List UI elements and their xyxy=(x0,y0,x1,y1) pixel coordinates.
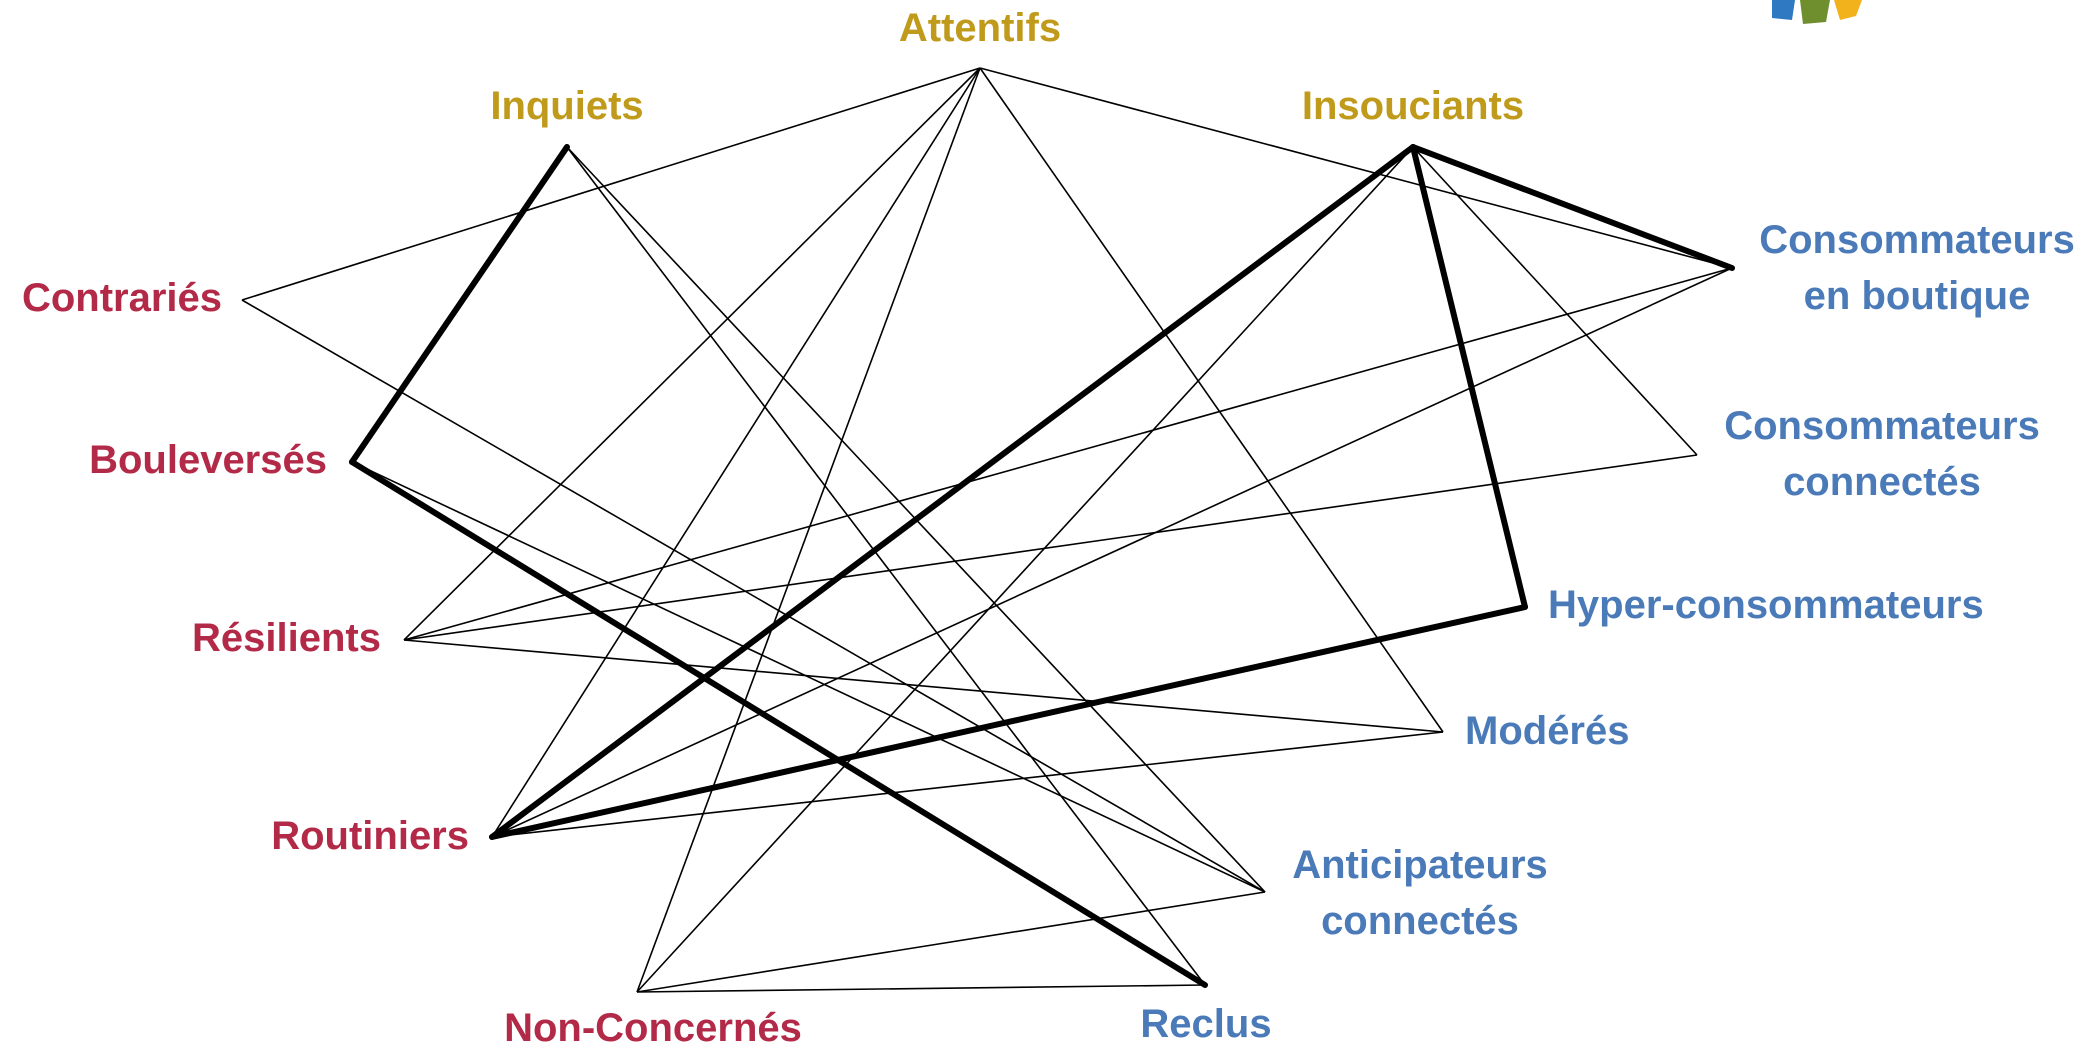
edge-insouciants-hyper xyxy=(1410,144,1528,610)
edge-bouleverses-anticipateurs xyxy=(351,461,1266,893)
node-label-line: Consommateurs xyxy=(1759,218,2075,262)
edge-attentifs-resilients xyxy=(403,67,981,641)
node-label-line: Attentifs xyxy=(899,6,1061,50)
node-label-inquiets: Inquiets xyxy=(490,84,643,128)
edge-routiniers-moderes xyxy=(491,731,1444,838)
node-label-line: Inquiets xyxy=(490,84,643,128)
node-label-routiniers: Routiniers xyxy=(271,814,469,858)
edge-resilients-conso_boutique xyxy=(403,267,1733,641)
edge-insouciants-conso_boutique xyxy=(1410,144,1735,271)
edge-insouciants-non_concernes xyxy=(636,146,1414,993)
node-label-line: Routiniers xyxy=(271,814,469,858)
node-label-resilients: Résilients xyxy=(192,616,381,660)
edge-non_concernes-reclus xyxy=(636,984,1206,993)
node-label-line: Bouleversés xyxy=(89,438,327,482)
node-label-line: Anticipateurs xyxy=(1292,843,1548,887)
node-label-line: Modérés xyxy=(1465,709,1630,753)
node-label-conso-boutique: Consommateurs en boutique xyxy=(1759,218,2075,318)
edge-resilients-conso_connectes xyxy=(403,454,1698,641)
node-label-line: Reclus xyxy=(1140,1002,1271,1046)
node-label-insouciants: Insouciants xyxy=(1302,84,1524,128)
edge-attentifs-non_concernes xyxy=(636,67,981,993)
edge-inquiets-bouleverses xyxy=(349,144,570,465)
node-label-line: Insouciants xyxy=(1302,84,1524,128)
edge-attentifs-routiniers xyxy=(491,67,981,838)
brand-logo-fragment-icon xyxy=(1772,0,1862,24)
node-label-line: Hyper-consommateurs xyxy=(1548,583,1984,627)
node-label-line: Résilients xyxy=(192,616,381,660)
node-label-line: connectés xyxy=(1321,899,1519,943)
edge-attentifs-conso_boutique xyxy=(979,67,1733,269)
node-label-anticipateurs: Anticipateurs connectés xyxy=(1292,843,1548,943)
edge-routiniers-conso_boutique xyxy=(491,267,1733,838)
logo-green-shape xyxy=(1800,0,1830,24)
edge-resilients-moderes xyxy=(403,639,1444,733)
node-label-line: connectés xyxy=(1783,460,1981,504)
node-label-reclus: Reclus xyxy=(1140,1002,1271,1046)
node-label-attentifs: Attentifs xyxy=(899,6,1061,50)
node-label-hyper: Hyper-consommateurs xyxy=(1548,583,1984,627)
node-label-line: Contrariés xyxy=(22,276,222,320)
edge-bouleverses-reclus xyxy=(349,459,1208,988)
node-label-line: en boutique xyxy=(1804,274,2031,318)
edge-inquiets-reclus xyxy=(566,146,1206,986)
node-label-line: Consommateurs xyxy=(1724,404,2040,448)
edge-routiniers-hyper xyxy=(489,604,1528,840)
edge-attentifs-moderes xyxy=(979,67,1444,733)
edge-attentifs-contraries xyxy=(241,67,981,301)
node-label-line: Non-Concernés xyxy=(504,1006,802,1050)
node-label-conso-connectes: Consommateurs connectés xyxy=(1724,404,2040,504)
edge-insouciants-routiniers xyxy=(489,144,1416,840)
edges xyxy=(241,67,1735,993)
node-label-bouleverses: Bouleversés xyxy=(89,438,327,482)
node-label-moderes: Modérés xyxy=(1465,709,1630,753)
logo-yellow-shape xyxy=(1834,0,1862,20)
node-label-contraries: Contrariés xyxy=(22,276,222,320)
logo-blue-shape xyxy=(1772,0,1795,20)
edge-insouciants-conso_connectes xyxy=(1412,146,1698,456)
edge-contraries-anticipateurs xyxy=(241,299,1266,893)
edge-non_concernes-anticipateurs xyxy=(636,891,1266,993)
node-label-non-concernes: Non-Concernés xyxy=(504,1006,802,1050)
